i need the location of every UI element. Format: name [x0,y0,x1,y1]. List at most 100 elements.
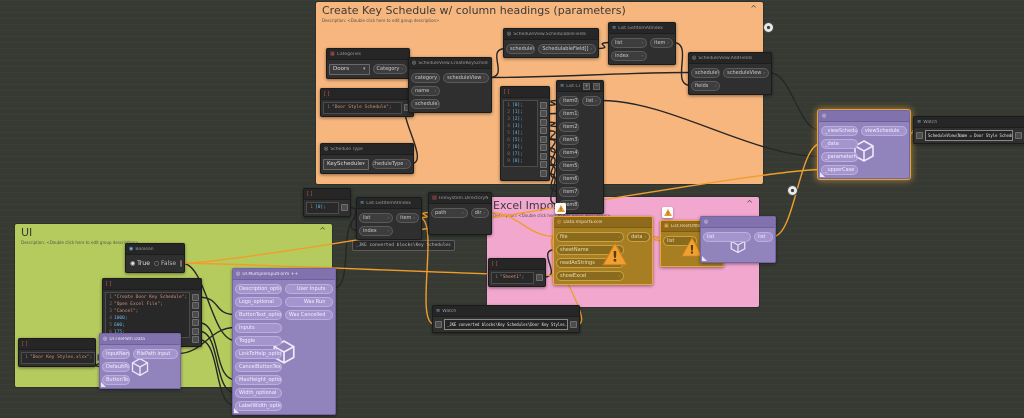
input-port--parameternames[interactable]: _parameterNames› [821,151,858,162]
input-port--uppercase[interactable]: _upperCase› [821,164,858,175]
node-header[interactable]: ◎UI.FilePath Data [100,334,180,345]
node-header[interactable]: ◎ScheduleView.AddFields [689,53,771,64]
output-port-dir[interactable]: dir› [470,207,489,218]
output-port[interactable] [192,327,200,335]
wire[interactable] [546,172,560,206]
input-port-list[interactable]: list› [703,231,752,242]
node-header[interactable]: [ ] [501,87,549,98]
code-block-editor[interactable]: 1"Door Style Schedule"; [323,102,402,114]
wire[interactable] [546,130,560,141]
node-header[interactable]: ◉Boolean [126,244,184,255]
input-port-list[interactable]: list› [359,212,394,223]
output-port-scheduleview[interactable]: scheduleView› [443,72,489,83]
input-port-sheetname[interactable]: sheetName› [556,244,625,255]
wire[interactable] [199,296,236,316]
output-port-was-cancelled[interactable]: Was Cancelled› [284,309,333,320]
input-port-buttontext-optional[interactable]: ButtonText_optional› [235,309,282,320]
wire[interactable] [182,168,822,264]
output-port[interactable] [192,293,200,301]
output-port-scheduleview[interactable]: scheduleView› [723,67,769,78]
wire[interactable] [906,129,917,137]
node-q[interactable]: [ ] 1"Sheet1"; [488,258,546,287]
code-block-editor[interactable]: 1[0];2[1];3[2];4[3];5[4];6[5];7[6];8[7];… [503,100,538,167]
input-port-item3[interactable]: item3› [559,134,580,145]
output-port[interactable] [192,310,200,318]
node-header[interactable]: [ ] [19,339,95,350]
output-port[interactable] [536,273,543,281]
wire[interactable] [199,330,236,394]
output-port[interactable]: Category› [372,63,407,74]
watch-value[interactable]: ScheduleView(Name = Door Style Schedule … [925,130,1013,141]
add-item-button[interactable]: + [583,82,590,90]
output-port-item[interactable]: item› [396,212,419,223]
output-port-was-run[interactable]: Was Run› [284,296,333,307]
node-header[interactable]: [ ] [321,89,413,100]
output-port-list[interactable]: list› [754,231,773,242]
node-header[interactable]: ◎Schedule Type [321,144,413,155]
output-port[interactable] [192,319,200,327]
input-port[interactable] [435,321,442,328]
input-port-toggle[interactable]: Toggle› [235,335,282,346]
input-port-item7[interactable]: item7› [559,186,580,197]
wire[interactable] [347,206,360,232]
node-e[interactable]: ◎ScheduleView.SchedulableFields scheduleV… [503,28,599,58]
output-port-item[interactable]: item› [650,37,673,48]
input-port-defaultpath[interactable]: DefaultPath› [102,361,130,372]
node-header[interactable]: [ ] [489,259,545,270]
wire[interactable] [600,99,822,158]
input-port-description-optional[interactable]: Description_optional› [235,283,282,294]
dropdown-select[interactable]: Doors▾ [329,63,370,75]
output-port-list[interactable]: list› [582,95,601,106]
input-port-item5[interactable]: item5› [559,160,580,171]
code-block-editor[interactable]: 1"Sheet1"; [491,272,534,284]
input-port[interactable] [916,132,923,139]
node-j[interactable]: [ ]1[0]; [303,188,351,217]
output-port-schedulablefield-[interactable]: SchedulableField[]› [538,43,596,54]
collapse-group-icon[interactable]: ^ [750,4,757,13]
wire[interactable] [488,71,692,79]
output-port[interactable] [540,144,547,152]
input-port-maxheight-optional[interactable]: MaxHeight_optional› [235,374,282,385]
node-header[interactable]: ◎ [701,217,775,228]
output-port[interactable] [540,127,547,135]
dropdown-select[interactable]: KeySchedule▾ [323,158,369,170]
wire[interactable] [488,47,507,79]
input-port-width-optional[interactable]: Width_optional› [235,387,282,398]
wire[interactable] [649,235,664,242]
wire[interactable] [672,41,692,87]
input-port--data[interactable]: _data› [821,138,858,149]
output-port[interactable]: ScheduleType› [371,158,411,169]
output-port-viewschedule[interactable]: viewSchedule› [860,125,907,136]
node-i[interactable]: ≡List.Create+−item0›item1›item2›item3›it… [556,80,604,214]
node-header[interactable]: ≡List.GetItemAtIndex [357,198,421,209]
node-header[interactable]: ≡Watch [914,117,1024,128]
input-port-item4[interactable]: item4› [559,147,580,158]
node-header[interactable]: ◎ScheduleView.CreateKeySchedule [409,58,491,69]
wire[interactable] [181,262,236,342]
input-port-file[interactable]: file› [556,231,625,242]
radio-false[interactable]: ○ False [153,259,177,267]
output-port[interactable] [341,203,348,211]
node-header[interactable]: ◎ScheduleView.SchedulableFields [504,29,598,40]
input-port-showexcel[interactable]: showExcel› [556,270,625,281]
input-port-scheduleview[interactable]: scheduleView› [506,43,536,54]
wire[interactable] [546,121,560,128]
node-m[interactable]: ≡Watch_JKE converted blocks\Key Schedule… [432,305,580,333]
output-port[interactable] [540,161,547,169]
radio-true[interactable]: ◉ True [130,259,150,267]
output-port[interactable] [180,259,183,267]
output-port[interactable] [540,101,547,109]
node-s[interactable]: [ ]1"Create Door Key Schedule";2"Open Ex… [102,278,202,347]
wire[interactable] [546,155,560,180]
output-port[interactable] [540,118,547,126]
input-port-item1[interactable]: item1› [559,108,580,119]
input-port-scheduletype[interactable]: scheduleType› [411,98,441,109]
input-port-scheduleview[interactable]: scheduleView› [691,67,721,78]
input-port-inputname[interactable]: InputName› [102,348,130,359]
node-w[interactable]: ◎_viewSchedule›_data›_parameterNames›_up… [817,109,911,180]
node-header[interactable]: ▣List.RestOfItems [661,221,723,232]
